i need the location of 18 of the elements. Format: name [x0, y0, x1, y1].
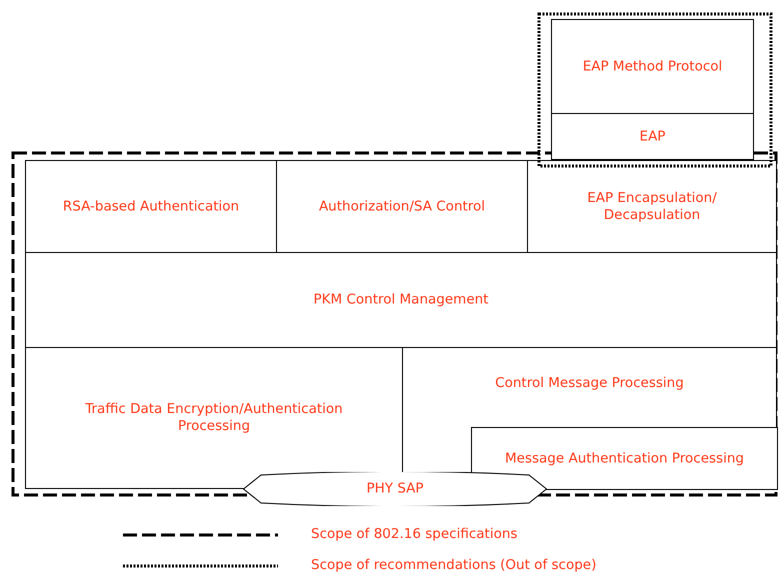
layer-label: PHY SAP [365, 480, 425, 498]
layer-box [25, 160, 277, 253]
layer-box [25, 252, 777, 348]
layer-label: Traffic Data Encryption/Authentication Processing [84, 401, 344, 435]
layer-box [471, 427, 778, 490]
layer-label: PKM Control Management [312, 292, 490, 308]
layer-label: EAP [638, 128, 666, 145]
legend-label: Scope of 802.16 specifications [311, 526, 518, 542]
layer-label: Authorization/SA Control [318, 198, 486, 215]
legend-label: Scope of recommendations (Out of scope) [311, 557, 596, 573]
layer-label: Message Authentication Processing [504, 450, 745, 467]
layer-box [527, 160, 777, 253]
layer-label: EAP Method Protocol [582, 58, 724, 75]
layer-box [551, 19, 754, 114]
layer-box [551, 113, 754, 160]
layer-label: EAP Encapsulation/ Decapsulation [586, 190, 718, 224]
layer-label: RSA-based Authentication [62, 198, 240, 215]
layer-label: Control Message Processing [494, 375, 685, 392]
